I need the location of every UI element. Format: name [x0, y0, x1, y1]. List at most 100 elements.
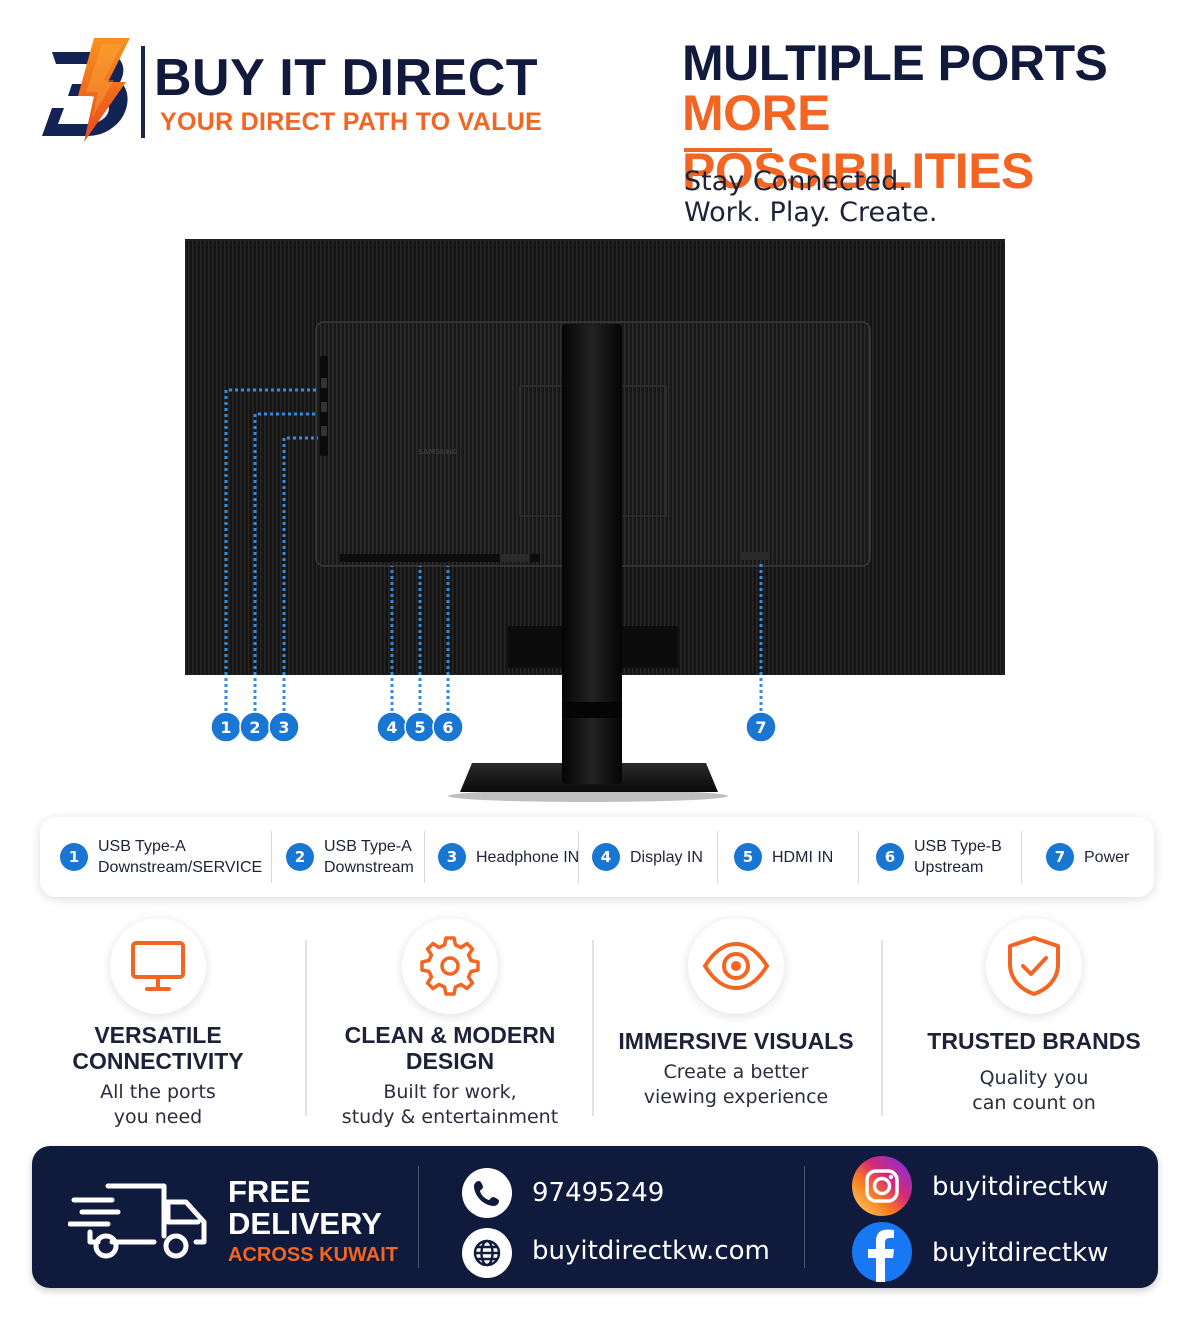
feature-title: IMMERSIVE VISUALS	[618, 1028, 854, 1054]
feature-desc-line2: viewing experience	[643, 1086, 829, 1108]
brand-tagline: YOUR DIRECT PATH TO VALUE	[160, 108, 543, 136]
callout-4: 4	[376, 711, 408, 743]
svg-text:2: 2	[249, 718, 260, 737]
callout-6: 6	[432, 711, 464, 743]
feature-title-line1: VERSATILE	[94, 1022, 222, 1048]
callout-5: 5	[404, 711, 436, 743]
feature-connectivity: VERSATILE CONNECTIVITY All the ports you…	[18, 918, 298, 1130]
port-legend: 1 USB Type-A Downstream/SERVICE 2 USB Ty…	[40, 817, 1154, 897]
legend-divider	[717, 831, 718, 883]
feature-desc: All the ports you need	[18, 1080, 298, 1130]
legend-number: 3	[438, 843, 466, 871]
legend-label: USB Type-B Upstream	[914, 836, 1002, 878]
feature-title: VERSATILE CONNECTIVITY	[18, 1022, 298, 1074]
legend-number: 2	[286, 843, 314, 871]
legend-item-power: 7 Power	[1046, 817, 1129, 897]
headline-rule	[684, 148, 772, 152]
legend-divider	[578, 831, 579, 883]
feature-icon-circle	[688, 918, 784, 1014]
feature-title-line1: CLEAN & MODERN	[344, 1022, 556, 1048]
svg-text:6: 6	[442, 718, 453, 737]
feature-desc-line1: Create a better	[663, 1061, 809, 1083]
delivery-truck-icon	[68, 1183, 207, 1259]
feature-desc: Create a better viewing experience	[596, 1060, 876, 1110]
feature-desc-line1: Quality you	[979, 1067, 1089, 1089]
instagram-handle[interactable]: buyitdirectkw	[932, 1172, 1109, 1202]
footer-divider	[418, 1166, 419, 1268]
feature-desc: Built for work, study & entertainment	[310, 1080, 590, 1130]
legend-item-headphone: 3 Headphone IN	[438, 817, 579, 897]
svg-text:3: 3	[278, 718, 289, 737]
delivery-line2: DELIVERY	[228, 1206, 382, 1241]
feature-icon-circle	[110, 918, 206, 1014]
callout-7: 7	[745, 711, 777, 743]
delivery-line1: FREE	[228, 1174, 311, 1209]
legend-line1: USB Type-A	[98, 838, 186, 855]
feature-divider	[592, 940, 594, 1116]
svg-text:7: 7	[755, 718, 766, 737]
legend-item-usb-b: 6 USB Type-B Upstream	[876, 817, 1002, 897]
legend-line2: Downstream	[324, 859, 414, 876]
legend-item-usb-a-service: 1 USB Type-A Downstream/SERVICE	[60, 817, 262, 897]
feature-desc-line2: can count on	[972, 1092, 1096, 1114]
subtitle-line1: Stay Connected.	[684, 166, 907, 197]
callout-2: 2	[239, 711, 271, 743]
legend-number: 7	[1046, 843, 1074, 871]
svg-text:1: 1	[220, 718, 231, 737]
legend-label: Display IN	[630, 848, 703, 866]
legend-divider	[1021, 831, 1022, 883]
legend-line2: Downstream/SERVICE	[98, 859, 263, 876]
legend-item-usb-a: 2 USB Type-A Downstream	[286, 817, 414, 897]
feature-title-line2: DESIGN	[405, 1048, 495, 1074]
instagram-icon[interactable]	[852, 1156, 912, 1216]
legend-number: 6	[876, 843, 904, 871]
feature-visuals: IMMERSIVE VISUALS Create a better viewin…	[596, 918, 876, 1110]
legend-label: USB Type-A Downstream	[324, 836, 414, 878]
phone-icon	[462, 1168, 512, 1218]
globe-icon	[462, 1228, 512, 1278]
monitor-rear-illustration: SAMSUNG 1 2 3 4 5 6 7	[185, 239, 1005, 802]
headline-line1: MULTIPLE PORTS	[682, 35, 1108, 91]
facebook-handle[interactable]: buyitdirectkw	[932, 1238, 1109, 1268]
svg-text:5: 5	[414, 718, 425, 737]
feature-title: TRUSTED BRANDS	[927, 1028, 1141, 1054]
feature-brands: TRUSTED BRANDS Quality you can count on	[894, 918, 1174, 1116]
feature-divider	[305, 940, 307, 1116]
monitor-icon	[131, 941, 185, 991]
feature-desc-line2: you need	[113, 1106, 203, 1128]
footer-bar: FREE DELIVERY ACROSS KUWAIT 97495249 buy…	[32, 1146, 1158, 1288]
feature-desc-line1: Built for work,	[383, 1081, 517, 1103]
feature-icon-circle	[986, 918, 1082, 1014]
feature-desc-line2: study & entertainment	[341, 1106, 559, 1128]
legend-label: Headphone IN	[476, 848, 580, 866]
subtitle-line2: Work. Play. Create.	[684, 197, 938, 228]
legend-item-display: 4 Display IN	[592, 817, 703, 897]
legend-item-hdmi: 5 HDMI IN	[734, 817, 833, 897]
legend-number: 5	[734, 843, 762, 871]
legend-label: HDMI IN	[772, 848, 834, 866]
callout-1: 1	[210, 711, 242, 743]
legend-line1: USB Type-A	[324, 838, 412, 855]
website-link[interactable]: buyitdirectkw.com	[532, 1236, 770, 1266]
gear-icon	[420, 936, 480, 996]
eye-icon	[702, 941, 770, 991]
callout-3: 3	[268, 711, 300, 743]
phone-number[interactable]: 97495249	[532, 1178, 665, 1208]
headline-subtitle: Stay Connected. Work. Play. Create.	[684, 166, 937, 228]
legend-divider	[858, 831, 859, 883]
brand-logo-icon	[42, 38, 130, 142]
headline-line2: MORE POSSIBILITIES	[682, 85, 1034, 199]
logo-divider	[141, 46, 145, 138]
feature-title-line2: CONNECTIVITY	[72, 1048, 244, 1074]
legend-label: Power	[1084, 848, 1130, 866]
samsung-mark: SAMSUNG	[418, 448, 458, 456]
feature-desc: Quality you can count on	[894, 1066, 1174, 1116]
svg-text:4: 4	[386, 718, 397, 737]
stand-neck	[562, 324, 622, 784]
legend-divider	[424, 831, 425, 883]
feature-design: CLEAN & MODERN DESIGN Built for work, st…	[310, 918, 590, 1130]
feature-divider	[881, 940, 883, 1116]
delivery-line3: ACROSS KUWAIT	[228, 1244, 398, 1266]
facebook-icon[interactable]	[852, 1222, 912, 1282]
legend-label: USB Type-A Downstream/SERVICE	[98, 836, 262, 878]
